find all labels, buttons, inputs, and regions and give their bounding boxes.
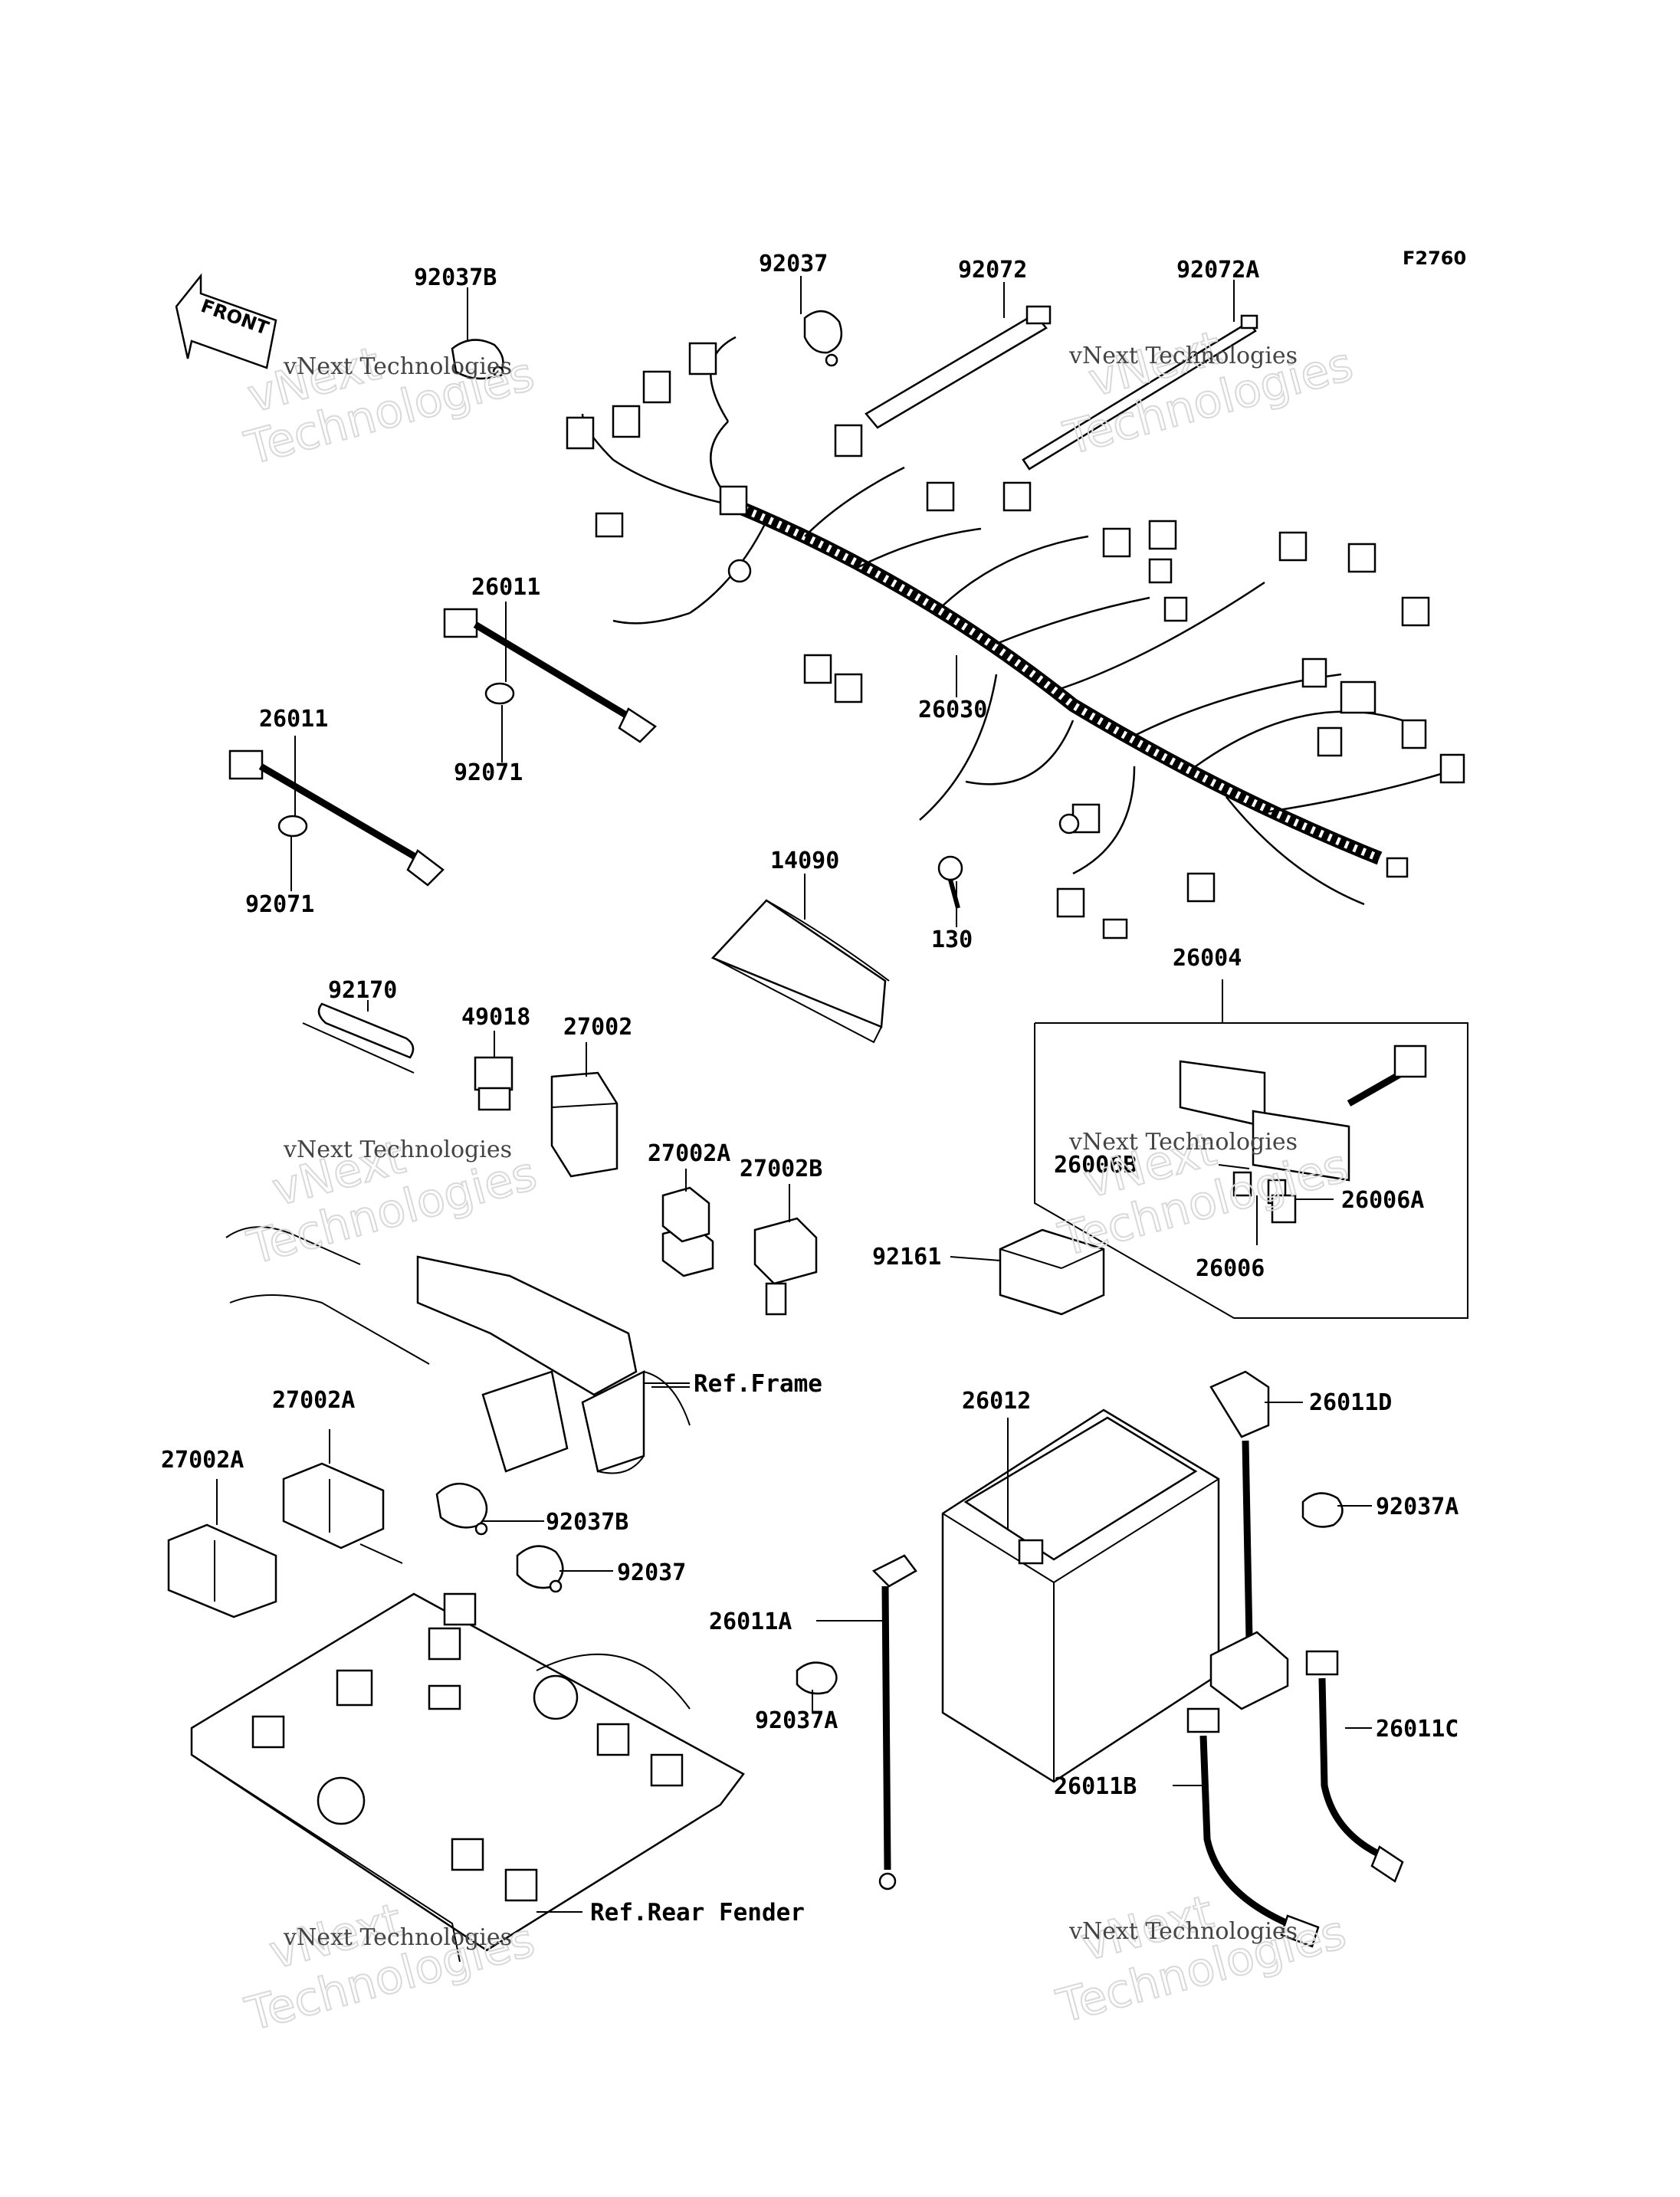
watermark-text: vNext Technologies — [283, 1136, 512, 1163]
grommet-92071-b[interactable] — [277, 815, 308, 838]
grommet-92071-a[interactable] — [484, 682, 515, 705]
label-26011-b: 26011 — [259, 706, 328, 733]
clamp-92037-mid[interactable] — [516, 1545, 564, 1593]
relay-27002A-top[interactable] — [661, 1186, 714, 1277]
label-26011D: 26011D — [1309, 1389, 1392, 1416]
label-26004: 26004 — [1173, 945, 1242, 972]
label-92071-b: 92071 — [245, 891, 314, 918]
plate-92170[interactable] — [302, 1002, 415, 1074]
label-27002: 27002 — [563, 1014, 632, 1041]
clamp-92037A-right[interactable] — [1301, 1492, 1344, 1528]
label-ref-rear-fender: Ref.Rear Fender — [590, 1899, 805, 1926]
leader-lines — [216, 276, 1372, 1913]
rear-fender — [190, 1592, 745, 1963]
lead-26011A[interactable] — [871, 1554, 917, 1890]
label-26030: 26030 — [918, 697, 987, 723]
watermark-text: vNext Technologies — [283, 1924, 512, 1951]
label-27002B: 27002B — [740, 1156, 822, 1182]
lead-26011-a[interactable] — [443, 608, 657, 743]
label-92037A-right: 92037A — [1376, 1494, 1459, 1520]
main-wiring-harness[interactable] — [566, 336, 1465, 939]
label-92037A-mid: 92037A — [755, 1707, 838, 1734]
label-92072A: 92072A — [1176, 257, 1259, 284]
label-27002A-left: 27002A — [161, 1447, 244, 1474]
label-ref-frame: Ref.Frame — [694, 1370, 822, 1398]
lead-26011B[interactable] — [1186, 1707, 1320, 1948]
label-92161: 92161 — [872, 1244, 941, 1271]
frame-bracket — [225, 1226, 691, 1474]
watermark-text: vNext Technologies — [283, 353, 512, 380]
battery-26012[interactable] — [941, 1408, 1220, 1783]
label-26006A: 26006A — [1341, 1187, 1424, 1214]
relay-27002A-left[interactable] — [167, 1523, 277, 1618]
label-49018: 49018 — [461, 1004, 530, 1031]
relay-27002[interactable] — [550, 1071, 619, 1178]
label-92072: 92072 — [958, 257, 1027, 284]
front-arrow-icon: FRONT — [175, 273, 277, 369]
label-92037B-mid: 92037B — [546, 1509, 628, 1536]
label-92037-top: 92037 — [759, 251, 828, 277]
label-26011C: 26011C — [1376, 1716, 1459, 1743]
label-26012: 26012 — [962, 1388, 1031, 1415]
relay-27002B[interactable] — [753, 1217, 818, 1316]
clamp-92037B-mid[interactable] — [435, 1482, 488, 1536]
band-92072A[interactable] — [1022, 314, 1258, 471]
cover-14090[interactable] — [710, 899, 890, 1044]
lead-26011-b[interactable] — [228, 749, 445, 887]
figure-code: F2760 — [1403, 248, 1466, 269]
watermark-text: vNext Technologies — [1068, 1129, 1298, 1156]
label-14090: 14090 — [770, 848, 839, 874]
label-26011A: 26011A — [709, 1608, 792, 1635]
lead-26011C[interactable] — [1305, 1650, 1404, 1883]
watermark-text: vNext Technologies — [1068, 343, 1298, 369]
label-130: 130 — [931, 926, 973, 953]
band-92072[interactable] — [865, 305, 1052, 429]
label-26011B: 26011B — [1054, 1773, 1137, 1800]
case-92161[interactable] — [999, 1228, 1105, 1316]
lead-26011D[interactable] — [1209, 1370, 1289, 1710]
part-labels: 92037B 92037 92072 92072A 26011 92071 26… — [161, 251, 1459, 1926]
bolt-130[interactable] — [937, 855, 963, 909]
label-26006: 26006 — [1196, 1255, 1265, 1282]
clamp-92037-top[interactable] — [803, 310, 843, 367]
label-27002A-top: 27002A — [648, 1140, 730, 1167]
relay-27002A-mid[interactable] — [282, 1462, 385, 1549]
label-92071-a: 92071 — [454, 759, 523, 786]
label-92037-mid: 92037 — [617, 1559, 686, 1586]
sub-harness-26004-box[interactable] — [1034, 979, 1468, 1319]
clamp-92037A-mid[interactable] — [796, 1661, 838, 1695]
label-26011-a: 26011 — [471, 574, 540, 601]
label-92170: 92170 — [328, 977, 397, 1004]
relay-49018[interactable] — [474, 1056, 514, 1111]
watermark-text: vNext Technologies — [1068, 1918, 1298, 1945]
label-26006B: 26006B — [1054, 1152, 1137, 1179]
label-27002A-mid: 27002A — [272, 1387, 355, 1414]
clamp-92037B-top[interactable] — [451, 339, 504, 380]
label-92037B-top: 92037B — [414, 264, 497, 291]
